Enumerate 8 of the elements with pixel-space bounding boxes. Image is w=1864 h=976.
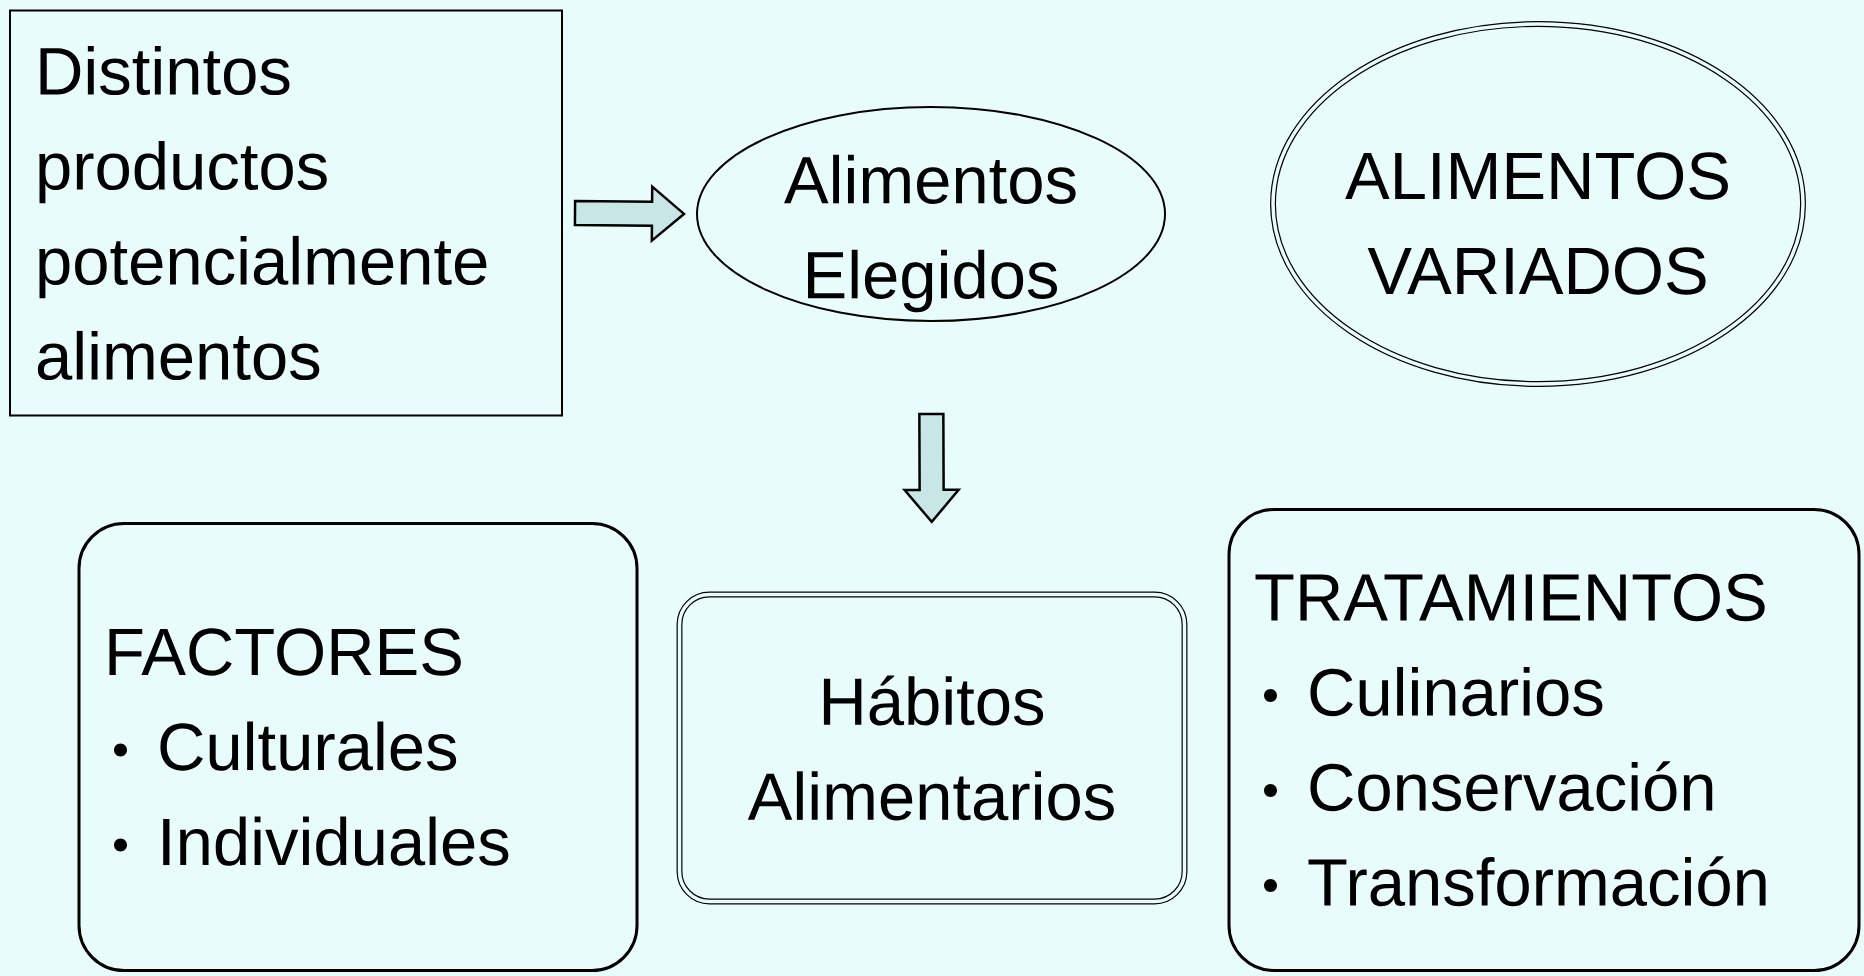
text-box: Distintos productos potencialmente alimentos	[9, 9, 563, 417]
rounded-box: FACTORES Culturales Individuales	[77, 522, 639, 972]
rounded-box: Hábitos Alimentarios	[676, 591, 1188, 905]
block-arrow	[901, 412, 962, 524]
rounded-box: TRATAMIENTOS Culinarios Conservación Transformación	[1227, 508, 1861, 972]
ellipse-node: Alimentos Elegidos	[696, 106, 1166, 322]
ellipse-node: ALIMENTOS VARIADOS	[1270, 21, 1806, 387]
block-arrow	[573, 183, 686, 244]
